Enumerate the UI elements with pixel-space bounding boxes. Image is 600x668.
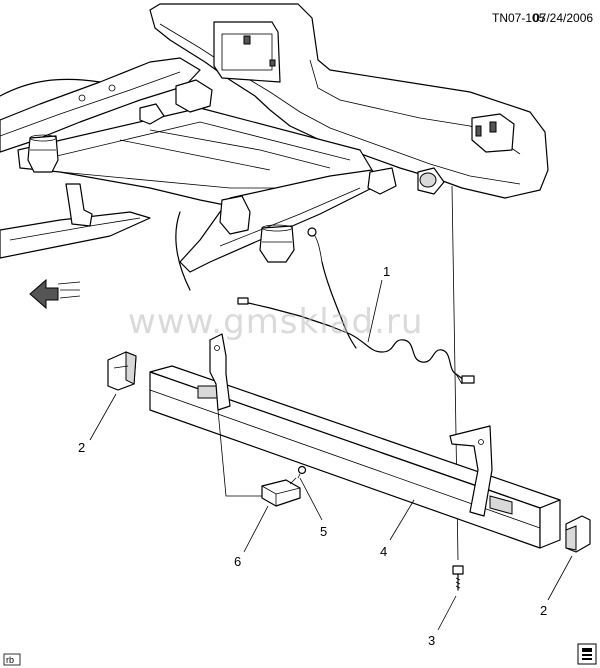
callout-6-label: 6	[234, 554, 241, 569]
end-cap-right	[565, 515, 591, 553]
clip-leader	[289, 477, 297, 485]
watermark: www.gmsklad.ru	[128, 302, 423, 342]
end-cap-left	[107, 351, 137, 391]
callout-2-right-label: 2	[540, 603, 547, 618]
figure-id: TN07-105	[492, 11, 546, 25]
vehicle-underbody	[0, 3, 549, 310]
bracket-leader	[217, 409, 262, 497]
manual-symbol-icon	[577, 643, 597, 665]
bolt	[452, 565, 464, 591]
callout-1-label: 1	[383, 264, 390, 279]
step-tube	[149, 333, 561, 549]
callout-2-left-label: 2	[78, 440, 85, 455]
nut-plate	[261, 479, 301, 507]
corner-tag: rb	[6, 655, 14, 665]
figure-date: 07/24/2006	[533, 11, 593, 25]
callout-5-label: 5	[320, 524, 327, 539]
retainer-clip	[297, 465, 307, 479]
corner-tag-box	[3, 653, 21, 666]
wiring-harness	[237, 261, 475, 385]
callout-4-label: 4	[380, 544, 387, 559]
callout-leaders	[89, 279, 573, 631]
callout-3-label: 3	[428, 633, 435, 648]
